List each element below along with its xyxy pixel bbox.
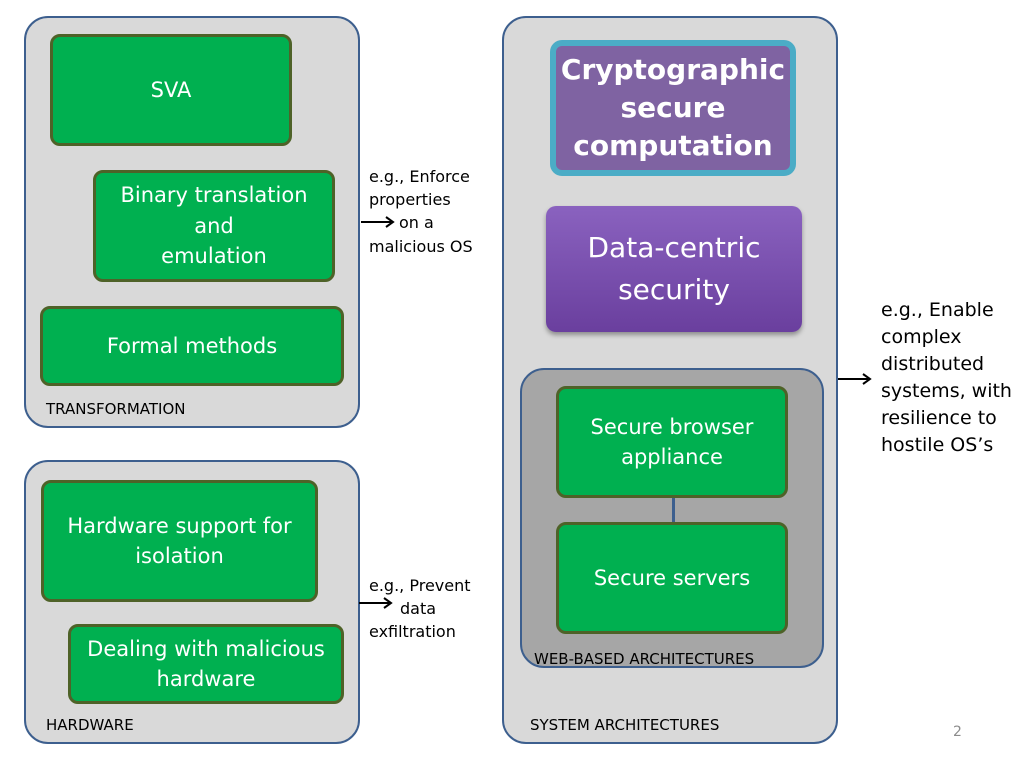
secure-browser-appliance-label: Secure browser appliance [590, 414, 754, 469]
system-note-line-2: complex [881, 325, 962, 348]
transformation-note-line-3: on a [399, 213, 434, 233]
transformation-note: e.g., Enforce properties on a malicious … [369, 165, 473, 258]
system-note-line-3: distributed [881, 352, 985, 375]
system-note-line-6: hostile OS’s [881, 433, 994, 456]
system-note-line-5: resilience to [881, 406, 997, 429]
malicious-hardware-label: Dealing with malicious hardware [87, 636, 325, 691]
transformation-note-line-1: e.g., Enforce [369, 167, 470, 186]
hardware-label: HARDWARE [46, 716, 134, 734]
hardware-panel: Hardware support for isolation Dealing w… [24, 460, 360, 744]
data-centric-security-label: Data-centric security [587, 231, 761, 306]
binary-translation-label: Binary translation and emulation [120, 183, 308, 269]
cryptographic-secure-computation-label: Cryptographic secure computation [560, 52, 786, 163]
connector-line [672, 498, 675, 528]
hardware-note: e.g., Prevent data exfiltration [369, 574, 471, 644]
system-arrow-icon [838, 373, 872, 385]
formal-methods-label: Formal methods [106, 333, 278, 358]
sva-box: SVA [50, 34, 292, 146]
transformation-arrow-icon [361, 216, 395, 228]
formal-methods-box: Formal methods [40, 306, 344, 386]
page-number: 2 [953, 724, 962, 740]
hardware-note-line-3: exfiltration [369, 622, 456, 642]
system-note-line-4: systems, with [881, 379, 1012, 402]
sva-label: SVA [150, 77, 192, 102]
malicious-hardware-box: Dealing with malicious hardware [68, 624, 344, 704]
secure-servers-box: Secure servers [556, 522, 788, 634]
transformation-note-line-4: malicious OS [369, 236, 473, 256]
hardware-isolation-box: Hardware support for isolation [41, 480, 318, 602]
cryptographic-secure-computation-box: Cryptographic secure computation [550, 40, 796, 176]
data-centric-security-box: Data-centric security [546, 206, 802, 332]
system-architectures-panel: Cryptographic secure computation Data-ce… [502, 16, 838, 744]
system-architectures-label: SYSTEM ARCHITECTURES [530, 716, 720, 734]
hardware-note-line-2: data [400, 599, 437, 619]
secure-browser-appliance-box: Secure browser appliance [556, 386, 788, 498]
web-based-architectures-panel: Secure browser appliance Secure servers … [520, 368, 824, 668]
hardware-note-line-1: e.g., Prevent [369, 576, 471, 595]
binary-translation-box: Binary translation and emulation [93, 170, 335, 282]
hardware-arrow-icon [359, 597, 393, 609]
secure-servers-label: Secure servers [593, 565, 751, 590]
system-note-line-1: e.g., Enable [881, 299, 994, 321]
transformation-panel: SVA Binary translation and emulation For… [24, 16, 360, 428]
hardware-isolation-label: Hardware support for isolation [67, 513, 292, 568]
transformation-note-line-2: properties [369, 190, 451, 210]
system-note: e.g., Enable complex distributed systems… [881, 297, 1012, 459]
web-based-architectures-label: WEB-BASED ARCHITECTURES [534, 650, 755, 668]
transformation-label: TRANSFORMATION [46, 400, 186, 418]
